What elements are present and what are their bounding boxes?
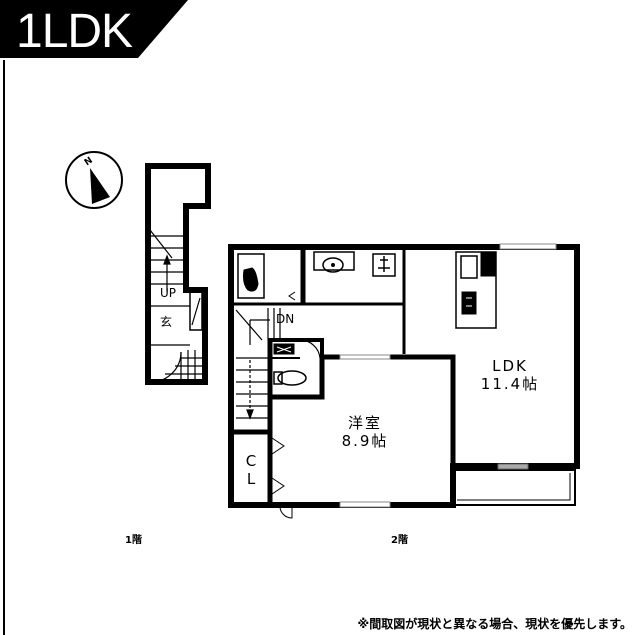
closet-label-line1: C (245, 452, 259, 470)
floor1-stair-label: UP (160, 286, 177, 300)
north-arrow-icon (65, 151, 123, 209)
western-room: 洋室 8.9帖 (320, 414, 410, 450)
western-room-name: 洋室 (347, 414, 382, 432)
ldk-room-name: LDK (492, 357, 528, 375)
floor1-plan (145, 163, 211, 385)
left-border-line (3, 60, 5, 635)
closet: C L (240, 452, 264, 488)
disclaimer-note: ※間取図が現状と異なる場合、現状を優先します。 (357, 617, 632, 631)
layout-type-title: 1LDK (16, 5, 133, 58)
closet-label-line2: L (246, 470, 258, 488)
floor2-label: 2階 (391, 535, 408, 546)
floor1-entrance-label: 玄 (160, 315, 173, 329)
banner-shape (0, 0, 188, 58)
layout-type-banner: 1LDK (0, 0, 190, 66)
ldk-room: LDK 11.4帖 (470, 357, 550, 393)
floor2-plan (228, 243, 580, 519)
floor2-stair-label: DN (276, 312, 295, 326)
ldk-room-size: 11.4帖 (480, 375, 540, 393)
floor1-label: 1階 (125, 535, 142, 546)
western-room-size: 8.9帖 (341, 432, 389, 450)
